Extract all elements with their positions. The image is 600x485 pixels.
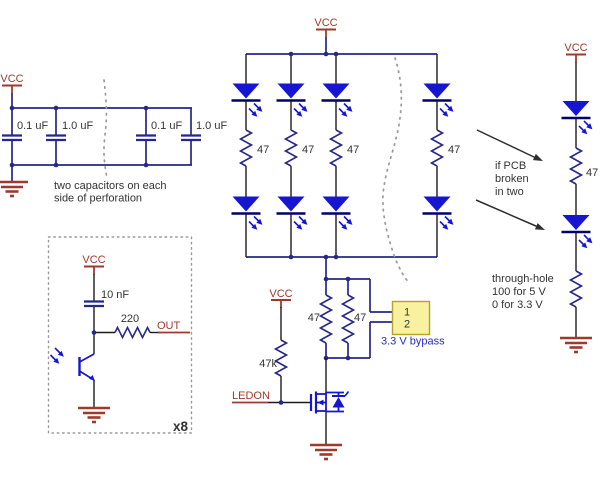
through-hole-line1: through-hole: [492, 273, 554, 285]
led-icon: [322, 197, 353, 230]
vcc-label: VCC: [269, 288, 292, 300]
cap-value: 1.0 uF: [196, 120, 227, 132]
capacitor-icon: [179, 134, 203, 142]
matrix-junction-dots: [288, 51, 339, 260]
vcc-symbol: [1, 84, 23, 95]
sensor-cap-value: 10 nF: [101, 289, 129, 301]
vcc-label: VCC: [82, 254, 105, 266]
matrix-resistor-value: 47: [302, 144, 314, 156]
annotations: if PCB broken in two through-hole 100 fo…: [475, 129, 554, 311]
vcc-label: VCC: [0, 73, 23, 85]
gate-wire: [268, 358, 327, 445]
broken-pcb-column: VCC 47: [558, 42, 598, 354]
bypass-resistor-value: 47: [308, 312, 320, 324]
resistor-icon: [569, 147, 583, 185]
matrix-resistor-value: 47: [448, 144, 460, 156]
bypass-resistor-value: 47: [354, 312, 366, 324]
perforation-dotted-line: [382, 57, 411, 285]
resistor-icon: [319, 294, 333, 344]
resistor-icon: [569, 270, 583, 308]
if-broken-line3: in two: [495, 186, 524, 198]
perforation-dotted-line: [103, 79, 108, 179]
vcc-symbol: [315, 28, 337, 39]
led-icon: [562, 101, 593, 134]
through-hole-line3: 0 for 3.3 V: [492, 299, 543, 311]
ground-icon: [0, 180, 30, 198]
led-icon: [232, 197, 263, 230]
ground-icon: [308, 443, 344, 461]
broken-arrow-bottom: [475, 199, 538, 228]
junction-dots: [9, 105, 149, 168]
through-hole-line2: 100 for 5 V: [492, 286, 546, 298]
matrix-rails: [246, 37, 437, 279]
mosfet-icon: [309, 391, 350, 414]
bypass-pin2: 2: [404, 319, 410, 331]
led-icon: [562, 215, 593, 248]
junction-dot: [278, 400, 284, 405]
dotted-box-border: [47, 236, 193, 434]
capacitor-icon: [82, 300, 106, 308]
cap-value: 0.1 uF: [17, 120, 48, 132]
resistor-icon: [430, 129, 444, 167]
vcc-symbol: [270, 299, 292, 309]
resistor-icon: [329, 129, 343, 167]
bypass-mosfet-section: 47 47 1 2 3.3 V bypass VCC 47k LEDON: [232, 276, 445, 461]
if-broken-line2: broken: [495, 173, 529, 185]
matrix-resistor-value: 47: [347, 144, 359, 156]
phototransistor-icon: [49, 347, 95, 381]
if-broken-line1: if PCB: [495, 160, 526, 172]
cap-note-line1: two capacitors on each: [54, 180, 167, 192]
vcc-symbol: [565, 53, 587, 64]
ground-icon: [558, 336, 594, 354]
cap-note-line2: side of perforation: [54, 193, 142, 205]
bypass-label: 3.3 V bypass: [381, 336, 445, 348]
pullup-resistor-value: 47k: [259, 358, 277, 370]
resistor-icon: [274, 339, 288, 377]
sensor-resistor-value: 220: [121, 313, 139, 325]
resistor-icon: [341, 294, 355, 344]
led-icon: [322, 84, 353, 117]
ground-icon: [76, 406, 112, 424]
led-matrix-section: VCC 47 47 47 47: [232, 17, 460, 285]
capacitor-icon: [134, 134, 158, 142]
capacitor-bank-wires: [11, 93, 192, 182]
multiplier-label: x8: [173, 419, 189, 434]
led-icon: [423, 197, 454, 230]
capacitor-icon: [0, 134, 24, 142]
right-resistor-value: 47: [586, 167, 598, 179]
led-icon: [232, 84, 263, 117]
resistor-icon: [284, 129, 298, 167]
out-label: OUT: [157, 320, 181, 332]
cap-value: 0.1 uF: [151, 120, 182, 132]
capacitor-icon: [44, 134, 68, 142]
vcc-label: VCC: [314, 17, 337, 29]
sensor-unit-box: VCC 10 nF 220 OUT x8: [47, 236, 193, 434]
led-icon: [277, 84, 308, 117]
junction-dot: [91, 330, 97, 335]
cap-value: 1.0 uF: [62, 120, 93, 132]
broken-arrow-top: [476, 129, 536, 159]
arrowhead-icon: [532, 153, 543, 161]
vcc-label: VCC: [564, 42, 587, 54]
led-icon: [277, 197, 308, 230]
vcc-symbol: [83, 265, 105, 276]
bypass-connector-box: [391, 300, 431, 336]
resistor-icon: [239, 129, 253, 167]
matrix-branch-wires: [245, 54, 438, 257]
bypass-pin1: 1: [404, 307, 410, 319]
matrix-resistor-value: 47: [257, 144, 269, 156]
ledon-label: LEDON: [232, 390, 270, 402]
capacitor-bank-section: VCC 0.1 uF 1.0 uF 0.1 uF 1.0 uF two capa…: [0, 73, 227, 205]
led-icon: [423, 84, 454, 117]
resistor-icon: [114, 326, 151, 339]
arrowhead-icon: [534, 223, 545, 230]
